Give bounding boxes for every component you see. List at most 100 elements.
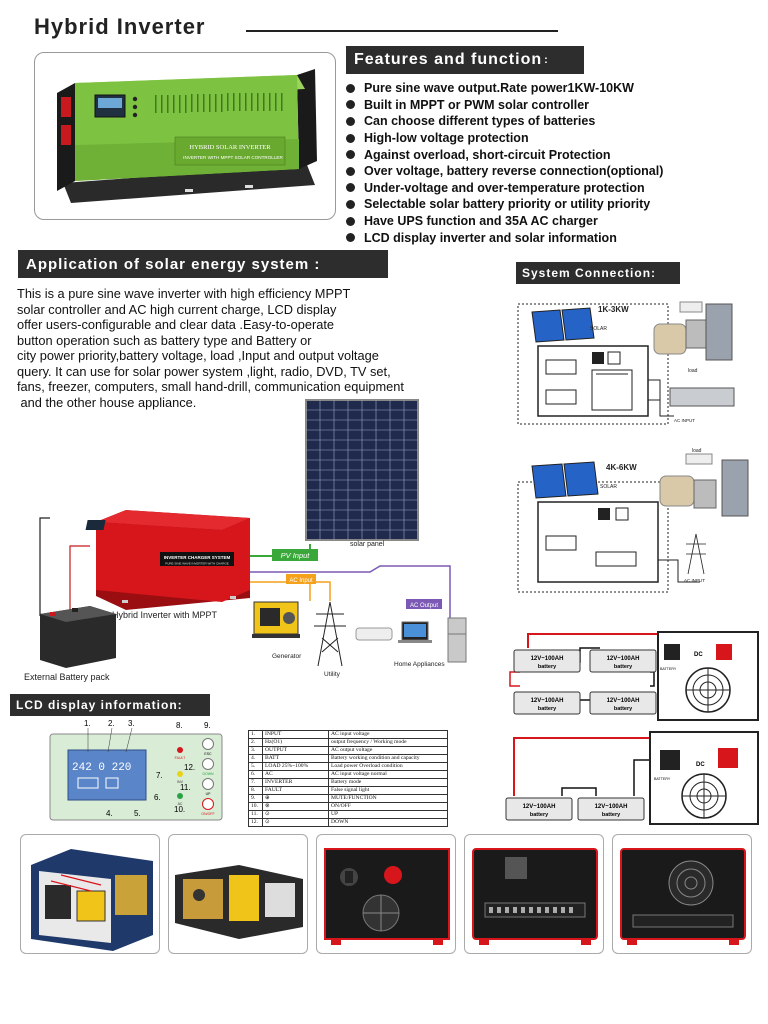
on-off-button[interactable]: ON/OFF — [201, 798, 215, 817]
lcd-screen-digits: 242 0 220 — [72, 762, 131, 774]
sc-bottom-solar-label: SOLAR — [600, 484, 617, 490]
sc-top-power: 1K-3KW — [598, 305, 629, 314]
table-row: 5.LOAD 25%~100%Load power Overload condi… — [248, 762, 448, 771]
svg-text:8.: 8. — [176, 721, 183, 730]
ac-input-tag: AC Input — [289, 578, 313, 584]
battery-icon: 12V~100AH battery — [589, 691, 657, 715]
inverter-back-panel-icon: DC BATTERY — [657, 631, 759, 721]
svg-text:battery: battery — [614, 664, 633, 670]
ac-output-tag: AC Output — [410, 603, 438, 609]
svg-text:FAULT: FAULT — [175, 756, 186, 760]
battery-icon: 12V~100AH battery — [513, 691, 581, 715]
product-photo-frame: HYBRID SOLAR INVERTER INVERTER WITH MPPT… — [34, 52, 336, 220]
svg-text:battery: battery — [530, 812, 549, 818]
bullet-icon — [346, 150, 355, 160]
svg-text:DOWN: DOWN — [202, 772, 214, 776]
table-row: 2.Hz(O1)output frequency / Working mode — [248, 738, 448, 747]
application-header: Application of solar energy system : — [18, 250, 388, 278]
pv-input-tag: PV Input — [281, 551, 311, 560]
bullet-icon — [346, 183, 355, 193]
lcd-panel-illustration: 242 0 220 1. 2. 3. 4. 5. 6. 7. 8. 9. 10.… — [49, 719, 223, 821]
solar-panel-icon — [305, 399, 419, 541]
bullet-icon — [346, 116, 355, 126]
sc-top-solar-icon — [531, 307, 595, 343]
svg-text:12V~100AH: 12V~100AH — [531, 698, 564, 704]
back-panel-sockets-illustration — [472, 848, 598, 945]
svg-text:battery: battery — [602, 812, 621, 818]
home-appliances-icon — [355, 617, 467, 663]
features-header-suffix: : — [544, 54, 549, 66]
sc-bottom-tower-icon — [686, 533, 706, 575]
feature-item: Built in MPPT or PWM solar controller — [346, 97, 756, 114]
sc-top-inverter-icon — [537, 345, 649, 417]
feature-item: High-low voltage protection — [346, 130, 756, 147]
battery-icon: 12V~100AH battery — [589, 649, 657, 673]
table-row: 10.⊗ON/OFF — [248, 802, 448, 811]
esc-button[interactable]: ESC — [202, 738, 214, 757]
sc-bottom-solar-icon — [531, 461, 599, 499]
internal-view-photo-1 — [20, 834, 160, 954]
bullet-icon — [346, 166, 355, 176]
svg-text:ESC: ESC — [204, 752, 212, 756]
page-title: Hybrid Inverter — [34, 14, 206, 39]
bullet-icon — [346, 199, 355, 209]
utility-label: Utility — [324, 671, 341, 678]
application-description: This is a pure sine wave inverter with h… — [17, 286, 404, 410]
ac-led-icon — [177, 793, 183, 799]
svg-text:ON/OFF: ON/OFF — [201, 812, 214, 816]
svg-text:5.: 5. — [134, 809, 141, 818]
svg-text:DC: DC — [694, 652, 703, 658]
svg-text:12V~100AH: 12V~100AH — [595, 804, 628, 810]
svg-text:11.: 11. — [180, 783, 191, 792]
svg-text:4.: 4. — [106, 809, 113, 818]
features-list: Pure sine wave output.Rate power1KW-10KW… — [346, 80, 756, 246]
inverter-board-illustration — [175, 865, 303, 939]
svg-text:12V~100AH: 12V~100AH — [531, 656, 564, 662]
back-panel-fan-illustration — [620, 848, 746, 945]
svg-text:3.: 3. — [128, 719, 135, 728]
lcd-header: LCD display information: — [10, 694, 210, 716]
sc-bottom-ac-input-label: AC INPUT — [684, 578, 705, 583]
inverter-internal-illustration — [31, 849, 153, 951]
svg-text:6.: 6. — [154, 793, 161, 802]
back-panel-photo-3 — [612, 834, 752, 954]
generator-icon — [252, 601, 300, 638]
battery-wiring-diagram: 12V~100AH battery 12V~100AH battery 12V~… — [505, 631, 759, 825]
svg-text:1.: 1. — [84, 719, 91, 728]
battery-icon: 12V~100AH battery — [577, 797, 645, 821]
inverter-label: Hybrid Inverter with MPPT — [112, 610, 218, 620]
green-inverter-illustration: HYBRID SOLAR INVERTER INVERTER WITH MPPT… — [57, 69, 317, 203]
sc-top-appliances-icon — [653, 301, 733, 361]
sc-top-load-label: load — [688, 368, 698, 374]
svg-text:9.: 9. — [204, 721, 211, 730]
svg-text:INV: INV — [177, 780, 184, 784]
down-button[interactable]: DOWN — [202, 758, 214, 777]
appliances-label: Home Appliances — [394, 661, 445, 668]
sc-bottom-appliances-icon — [659, 453, 749, 517]
table-row: 9.⊕MUTE/FUNCTION — [248, 794, 448, 803]
system-connection-diagram: 1K-3KW SOLAR load AC INPUT 4K-6KW SOLAR — [517, 301, 749, 593]
internal-view-photo-2 — [168, 834, 308, 954]
svg-text:12V~100AH: 12V~100AH — [607, 656, 640, 662]
product-label-line1: HYBRID SOLAR INVERTER — [189, 144, 271, 151]
sc-top-ac-input-label: AC INPUT — [674, 418, 695, 423]
inverter-panel-text: INVERTER CHARGER SYSTEM — [164, 555, 231, 560]
feature-item: Can choose different types of batteries — [346, 113, 756, 130]
feature-item: Selectable solar battery priority or uti… — [346, 196, 756, 213]
battery-pack-icon — [40, 606, 116, 668]
svg-text:12V~100AH: 12V~100AH — [523, 804, 556, 810]
up-button[interactable]: UP — [202, 778, 214, 797]
inverter-back-panel-icon: DC BATTERY — [649, 731, 759, 825]
bullet-icon — [346, 133, 355, 143]
feature-item: Over voltage, battery reverse connection… — [346, 163, 756, 180]
table-row: 12.⊙DOWN — [248, 818, 448, 827]
back-panel-terminals-illustration — [324, 848, 450, 945]
feature-item: Have UPS function and 35A AC charger — [346, 213, 756, 230]
svg-text:10.: 10. — [174, 805, 185, 814]
